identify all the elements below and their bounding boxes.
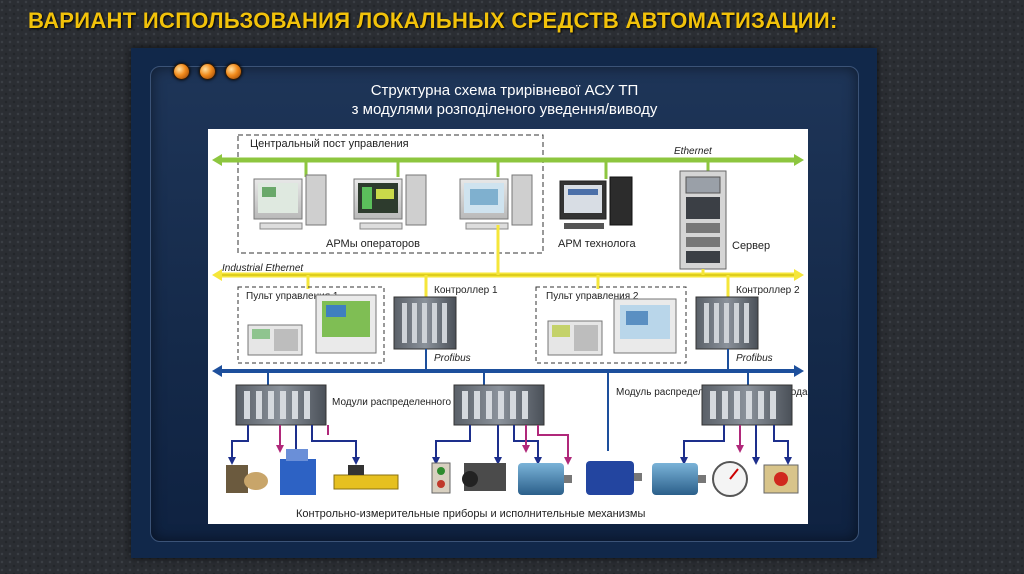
hydraulic-pump-icon — [280, 449, 316, 495]
window-dots — [173, 63, 242, 80]
central-post-label: Центральный пост управления — [250, 138, 409, 150]
io-module-1-label: Модули распределенного ввода / вывода — [332, 397, 524, 408]
controller-1-label: Контроллер 1 — [434, 285, 498, 296]
valve-actuator-icon — [226, 465, 268, 493]
structure-diagram: Центральный пост управления Ethernet АРМ… — [208, 129, 808, 524]
server-label: Сервер — [732, 240, 770, 252]
technologist-workstation-label: АРМ технолога — [558, 238, 636, 250]
control-panel-1-hmi-icon — [247, 294, 377, 356]
ethernet-bus — [212, 154, 804, 166]
diagram-title: Структурна схема трирівневої АСУ ТП з мо… — [151, 81, 858, 119]
operator-pc-3-icon — [459, 174, 533, 230]
window-dot-icon — [199, 63, 216, 80]
diagram-title-line1: Структурна схема трирівневої АСУ ТП — [370, 82, 639, 99]
emergency-stop-icon — [763, 464, 799, 494]
push-button-box-icon — [431, 462, 451, 494]
controller-2-icon — [695, 296, 759, 350]
diagram-title-line2: з модулями розподіленого уведення/виводу — [351, 101, 658, 118]
industrial-ethernet-bus — [212, 269, 804, 281]
pressure-gauge-icon — [712, 461, 748, 497]
io-module-right-icon — [701, 384, 793, 426]
operator-pc-2-icon — [353, 174, 427, 230]
technologist-pc-icon — [559, 176, 633, 229]
profibus-2-label: Profibus — [736, 353, 773, 364]
controller-2-label: Контроллер 2 — [736, 285, 800, 296]
profibus-1-label: Profibus — [434, 353, 471, 364]
io-module-left-icon — [235, 384, 327, 426]
operator-pc-1-icon — [253, 174, 327, 230]
sensor-camera-icon — [462, 463, 506, 491]
hydraulic-cylinder-icon — [333, 465, 399, 490]
server-rack-icon — [679, 170, 727, 270]
central-post-frame — [237, 134, 544, 254]
electric-motor-3-icon — [652, 463, 706, 495]
controller-1-icon — [393, 296, 457, 350]
control-panel-1-frame — [237, 286, 385, 364]
ethernet-label: Ethernet — [674, 146, 713, 157]
field-devices-label: Контрольно-измерительные приборы и испол… — [296, 508, 645, 520]
slide-title: ВАРИАНТ ИСПОЛЬЗОВАНИЯ ЛОКАЛЬНЫХ СРЕДСТВ … — [28, 8, 838, 33]
window-dot-icon — [173, 63, 190, 80]
control-panel-2-frame — [535, 286, 687, 364]
control-panel-2-label: Пульт управления 2 — [546, 291, 639, 302]
operator-workstations-label: АРМы операторов — [326, 238, 420, 250]
electric-motor-1-icon — [518, 463, 572, 495]
electric-motor-2-icon — [586, 461, 642, 495]
control-panel-1-label: Пульт управления 1 — [246, 291, 339, 302]
control-panel-2-hmi-icon — [547, 298, 677, 356]
window-dot-icon — [225, 63, 242, 80]
industrial-ethernet-label: Industrial Ethernet — [222, 263, 304, 274]
io-module-center-icon — [453, 384, 545, 426]
profibus-bus — [212, 365, 804, 377]
